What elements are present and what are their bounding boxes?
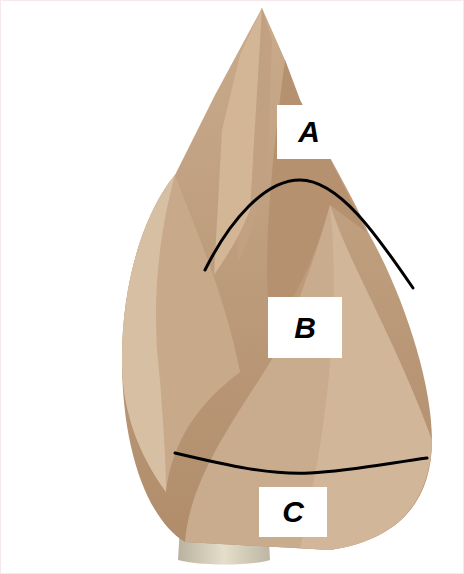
part-label: C — [259, 487, 327, 537]
sheath-leaf — [185, 205, 432, 550]
shoot-body — [122, 8, 432, 550]
division-line — [205, 180, 413, 288]
sheath-leaf — [122, 175, 175, 492]
part-label: A — [277, 105, 341, 159]
division-line — [175, 453, 427, 473]
part-label: B — [268, 297, 342, 358]
sheath-leaf — [214, 8, 262, 275]
